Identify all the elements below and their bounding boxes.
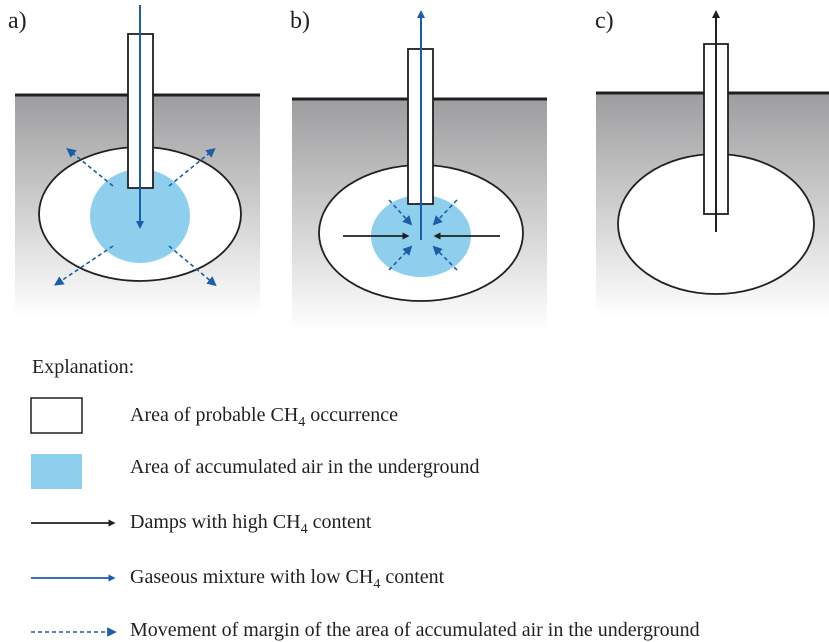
margin-arrow	[168, 147, 216, 187]
panel-a-label: a)	[8, 8, 27, 34]
panel-b: b)	[290, 8, 547, 331]
panel-b-margin-arrows	[388, 199, 458, 271]
margin-arrow	[388, 245, 413, 271]
panel-a-margin-arrows	[54, 147, 217, 287]
legend: Explanation: Area of probable CH4 occurr…	[30, 356, 700, 641]
legend-item-ch4-area: Area of probable CH4 occurrence	[130, 404, 398, 430]
panel-c-label: c)	[595, 8, 614, 34]
margin-arrow	[66, 147, 114, 187]
margin-arrow	[432, 245, 458, 271]
legend-ch4-area-swatch	[30, 397, 83, 434]
margin-arrow	[432, 199, 458, 226]
legend-item-gaseous: Gaseous mixture with low CH4 content	[130, 566, 445, 592]
legend-item-margin: Movement of margin of the area of accumu…	[130, 619, 700, 641]
legend-title: Explanation:	[32, 356, 134, 378]
margin-arrow	[168, 245, 217, 287]
panel-b-label: b)	[290, 8, 310, 34]
panel-a: a)	[8, 5, 260, 317]
legend-item-damps: Damps with high CH4 content	[130, 511, 372, 537]
legend-air-swatch	[31, 454, 82, 489]
margin-arrow	[388, 199, 413, 226]
legend-item-air: Area of accumulated air in the undergrou…	[130, 456, 480, 478]
panel-c: c)	[595, 8, 829, 317]
